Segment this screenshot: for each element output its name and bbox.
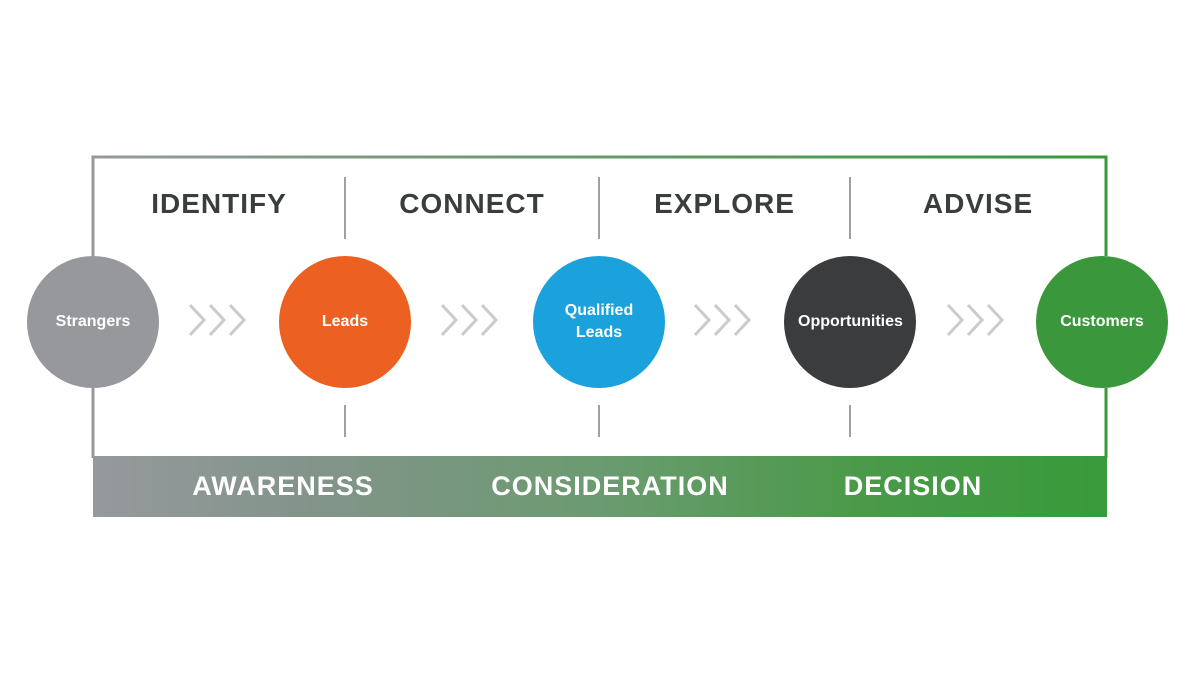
stage-identify: IDENTIFY — [151, 188, 287, 219]
node-label: Customers — [1060, 313, 1144, 330]
phase-decision: DECISION — [843, 471, 983, 501]
node-label: Strangers — [55, 313, 131, 330]
frame-outline — [91, 155, 1108, 256]
node-opportunities: Opportunities — [784, 256, 916, 388]
chevron-arrows-icon — [946, 303, 1005, 337]
chevron-arrows-icon — [440, 303, 499, 337]
node-qualified-leads: Qualified Leads — [533, 256, 665, 388]
node-label: Qualified Leads — [564, 302, 634, 341]
stage-connect: CONNECT — [399, 188, 545, 219]
node-strangers: Strangers — [27, 256, 159, 388]
phase-awareness: AWARENESS — [192, 471, 374, 501]
stage-explore: EXPLORE — [654, 188, 795, 219]
chevron-arrows-icon — [188, 303, 247, 337]
node-label: Leads — [321, 313, 369, 330]
stage-advise: ADVISE — [922, 188, 1034, 219]
phase-consideration: CONSIDERATION — [491, 471, 729, 501]
phase-bar: AWARENESS CONSIDERATION DECISION — [93, 456, 1107, 517]
node-customers: Customers — [1036, 256, 1168, 388]
chevron-arrows-icon — [693, 303, 752, 337]
node-label: Opportunities — [798, 313, 903, 330]
node-leads: Leads — [279, 256, 411, 388]
